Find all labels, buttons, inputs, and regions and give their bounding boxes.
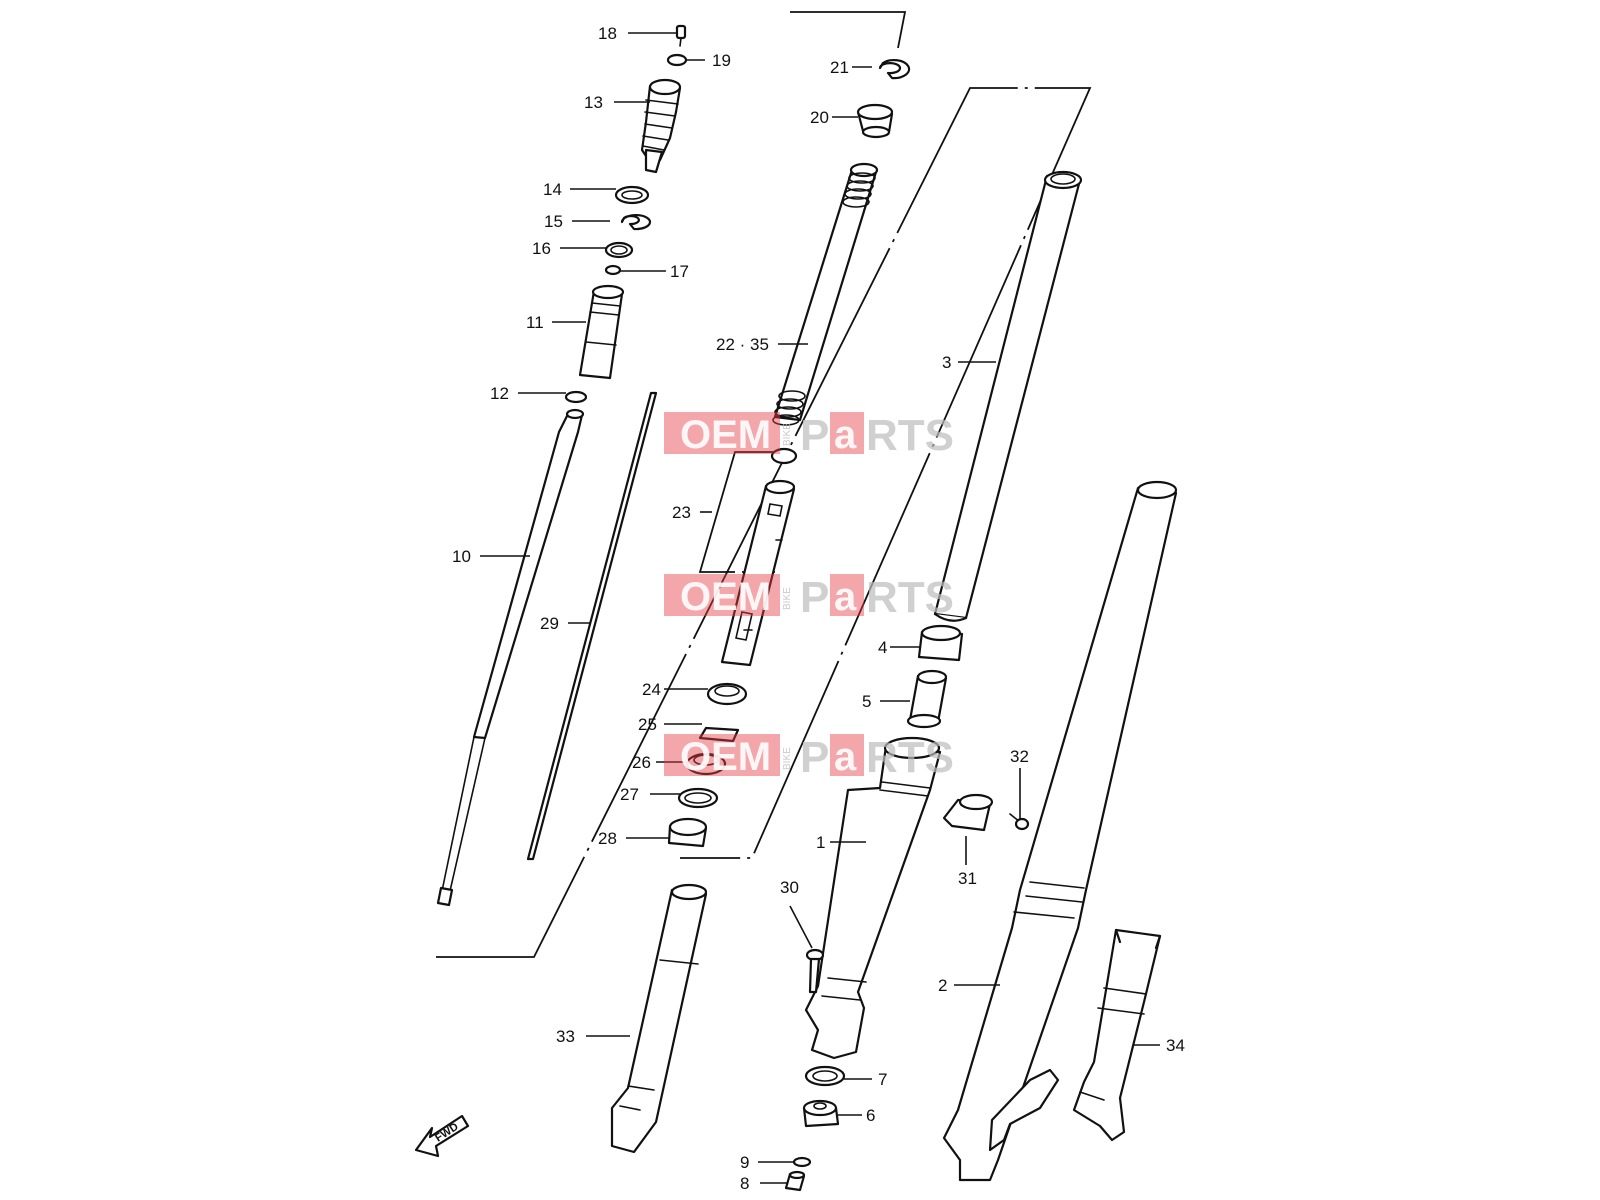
part-31-clamp <box>942 793 994 832</box>
svg-text:BIKE: BIKE <box>782 423 793 446</box>
part-7-gasket <box>804 1065 846 1087</box>
part-9-o-ring <box>792 1156 812 1168</box>
callout-13: 13 <box>584 93 603 112</box>
part-2-outer-tube-right <box>942 480 1178 1182</box>
callout-6: 6 <box>866 1106 875 1125</box>
part-10-damper-rod <box>436 408 585 907</box>
svg-text:OEM: OEM <box>680 735 771 779</box>
callout-26: 26 <box>632 753 651 772</box>
part-30-bolt <box>805 948 825 994</box>
callout-10: 10 <box>452 547 471 566</box>
callout-7: 7 <box>878 1070 887 1089</box>
callout-21: 21 <box>830 58 849 77</box>
part-6-cap-nut <box>802 1099 840 1128</box>
part-11-cap <box>578 284 625 380</box>
callout-15: 15 <box>544 212 563 231</box>
callout-32: 32 <box>1010 747 1029 766</box>
leader-lines <box>480 32 1160 1184</box>
callout-27: 27 <box>620 785 639 804</box>
svg-text:OEM: OEM <box>680 413 771 457</box>
part-15-circlip <box>620 213 652 231</box>
callout-2: 2 <box>938 976 947 995</box>
part-13-damper-adjuster <box>640 78 682 174</box>
svg-text:RTS: RTS <box>866 733 954 782</box>
part-5-oil-lock-piece <box>906 669 948 729</box>
part-22-35-fork-spring <box>772 162 879 426</box>
callout-5: 5 <box>862 692 871 711</box>
callout-16: 16 <box>532 239 551 258</box>
part-26-oil-seal <box>685 752 727 776</box>
callout-29: 29 <box>540 614 559 633</box>
callout-28: 28 <box>598 829 617 848</box>
part-23-slotted-sleeve <box>720 479 796 667</box>
part-27-washer <box>677 787 719 809</box>
watermark-3: OEM BIKE P a RTS <box>664 733 954 782</box>
svg-text:a: a <box>834 735 857 779</box>
svg-text:a: a <box>834 413 857 457</box>
svg-text:BIKE: BIKE <box>782 587 793 610</box>
callout-12: 12 <box>490 384 509 403</box>
callout-8: 8 <box>740 1174 749 1193</box>
callout-20: 20 <box>810 108 829 127</box>
watermark-1: OEM BIKE P a RTS <box>664 411 954 460</box>
callout-22-35: 22 · 35 <box>716 335 769 354</box>
svg-text:RTS: RTS <box>866 573 954 622</box>
svg-text:RTS: RTS <box>866 411 954 460</box>
part-20-cap <box>856 103 894 139</box>
callout-labels: 18 19 13 14 15 16 17 11 12 10 29 21 20 2… <box>452 24 1185 1193</box>
callout-31: 31 <box>958 869 977 888</box>
callout-14: 14 <box>543 180 562 199</box>
part-14-ring <box>614 185 650 205</box>
svg-text:P: P <box>800 411 829 460</box>
part-33-fork-guard <box>610 883 708 1154</box>
callout-34: 34 <box>1166 1036 1185 1055</box>
part-18-bolt <box>675 24 687 47</box>
part-32-bolt <box>1009 813 1030 831</box>
part-4-slide-bushing <box>917 624 964 662</box>
callout-18: 18 <box>598 24 617 43</box>
callout-19: 19 <box>712 51 731 70</box>
part-17-o-ring <box>604 264 622 276</box>
svg-text:P: P <box>800 733 829 782</box>
part-23-top-ring <box>770 447 798 465</box>
callout-25: 25 <box>638 715 657 734</box>
callout-17: 17 <box>670 262 689 281</box>
callout-33: 33 <box>556 1027 575 1046</box>
svg-text:a: a <box>834 575 857 619</box>
svg-text:P: P <box>800 573 829 622</box>
callout-3: 3 <box>942 353 951 372</box>
callout-4: 4 <box>878 638 887 657</box>
part-25-retainer <box>698 726 740 743</box>
bushing-group-frame <box>698 451 785 573</box>
svg-text:BIKE: BIKE <box>782 747 793 770</box>
part-24-seal <box>706 682 748 706</box>
callout-9: 9 <box>740 1153 749 1172</box>
part-16-ring <box>604 241 634 259</box>
part-29-rod <box>526 391 658 861</box>
inner-assembly-frame <box>436 11 1092 958</box>
callout-11: 11 <box>526 313 544 332</box>
callout-30: 30 <box>780 878 799 897</box>
part-19-washer <box>666 53 688 67</box>
part-1-outer-tube-left <box>804 736 942 1060</box>
part-3-inner-tube <box>933 170 1083 622</box>
callout-1: 1 <box>816 833 825 852</box>
svg-text:OEM: OEM <box>680 575 771 619</box>
fwd-arrow-icon: FWD <box>414 1114 470 1158</box>
part-34-fork-guard <box>1072 928 1162 1142</box>
callout-23: 23 <box>672 503 691 522</box>
callout-24: 24 <box>642 680 661 699</box>
part-12-o-ring <box>564 390 588 404</box>
watermark-2: OEM BIKE P a RTS <box>664 573 954 622</box>
part-8-drain-bolt <box>784 1170 806 1192</box>
part-28-bushing <box>667 817 708 848</box>
part-21-snap-ring <box>878 58 911 80</box>
